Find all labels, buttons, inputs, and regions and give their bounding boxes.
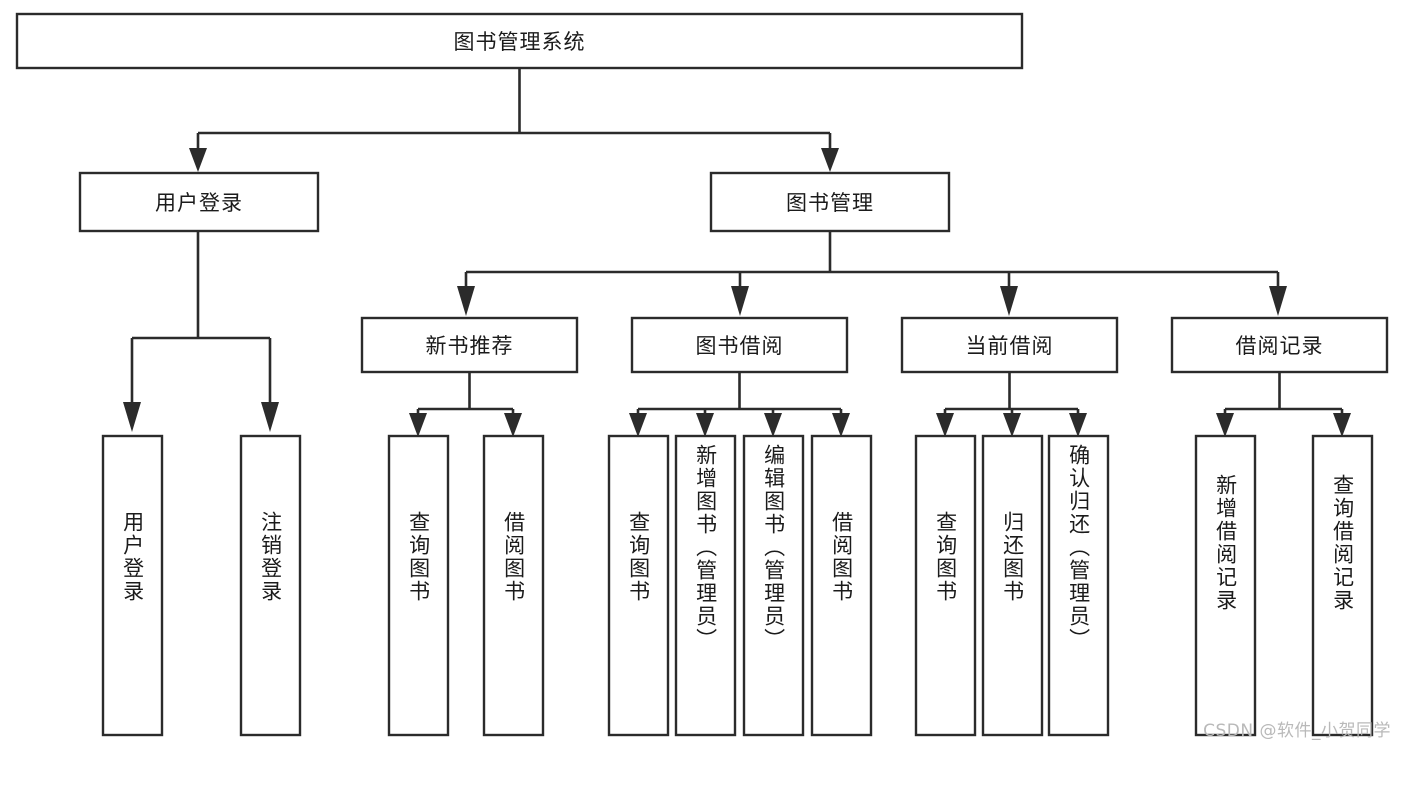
- arrow-borrow: [731, 286, 749, 316]
- leaf-box-borrow-add[interactable]: [674, 434, 737, 737]
- leaf-box-borrow-query[interactable]: [607, 434, 670, 737]
- node-new-book-recommend-box[interactable]: [360, 316, 579, 374]
- arrow-current-leaf-2: [1003, 413, 1021, 437]
- arrow-record: [1269, 286, 1287, 316]
- leaf-box-current-query[interactable]: [914, 434, 977, 737]
- node-book-borrow-box[interactable]: [630, 316, 849, 374]
- arrow-current-leaf-1: [936, 413, 954, 437]
- arrow-borrow-leaf-2: [696, 413, 714, 437]
- leaf-box-borrow-edit[interactable]: [742, 434, 805, 737]
- arrow-newbook: [457, 286, 475, 316]
- leaf-box-current-confirm[interactable]: [1047, 434, 1110, 737]
- arrow-newbook-leaf-2: [504, 413, 522, 437]
- node-user-login-box[interactable]: [78, 171, 320, 233]
- node-root-box[interactable]: [15, 12, 1024, 70]
- arrow-borrow-leaf-4: [832, 413, 850, 437]
- leaf-box-record-add[interactable]: [1194, 434, 1257, 737]
- arrow-book-manage: [821, 148, 839, 172]
- diagram-canvas-root: 图书管理系统 用户登录 图书管理 新书推荐 图书借阅 当前借阅 借阅记录 用户登…: [15, 12, 1391, 741]
- arrow-user-login: [189, 148, 207, 172]
- diagram-svg: [15, 12, 1389, 737]
- arrow-record-leaf-1: [1216, 413, 1234, 437]
- leaf-box-newbook-borrow[interactable]: [482, 434, 545, 737]
- arrow-current: [1000, 286, 1018, 316]
- leaf-box-current-return[interactable]: [981, 434, 1044, 737]
- node-book-manage-box[interactable]: [709, 171, 951, 233]
- leaf-box-logout[interactable]: [239, 434, 302, 737]
- node-borrow-record-box[interactable]: [1170, 316, 1389, 374]
- arrow-record-leaf-2: [1333, 413, 1351, 437]
- leaf-box-borrow-lend[interactable]: [810, 434, 873, 737]
- arrow-newbook-leaf-1: [409, 413, 427, 437]
- node-current-borrow-box[interactable]: [900, 316, 1119, 374]
- arrow-borrow-leaf-1: [629, 413, 647, 437]
- arrow-current-leaf-3: [1069, 413, 1087, 437]
- arrow-leaf-user-login: [123, 402, 141, 432]
- arrow-leaf-logout: [261, 402, 279, 432]
- leaf-box-newbook-query[interactable]: [387, 434, 450, 737]
- leaf-box-record-query[interactable]: [1311, 434, 1374, 737]
- arrow-borrow-leaf-3: [764, 413, 782, 437]
- csdn-watermark: CSDN @软件_小贺同学: [1203, 721, 1391, 741]
- leaf-box-user-login[interactable]: [101, 434, 164, 737]
